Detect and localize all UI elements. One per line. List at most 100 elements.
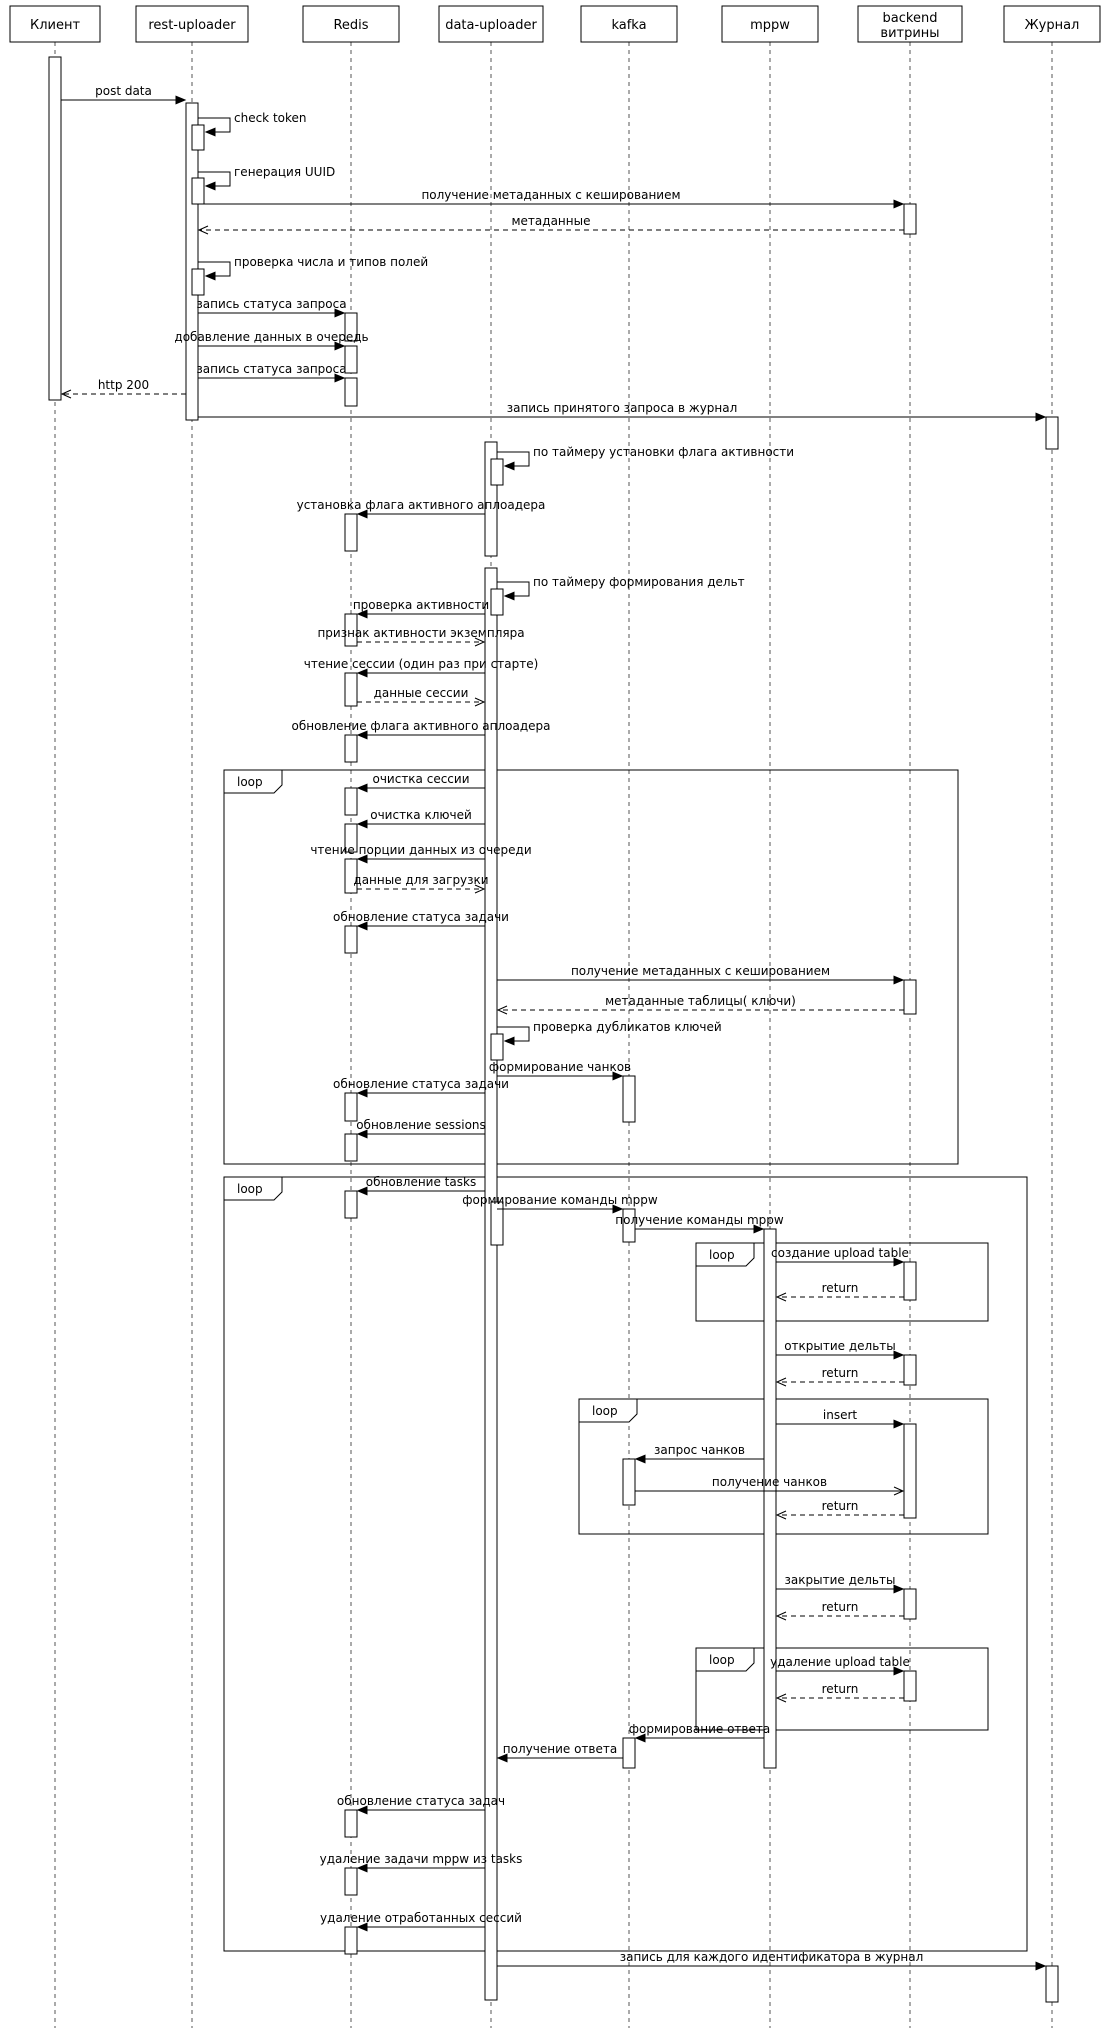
- message-arrowhead: [356, 668, 368, 678]
- message-label: check token: [234, 111, 307, 125]
- self-message-arrow: [497, 1026, 530, 1042]
- actor-label-rest: rest-uploader: [148, 18, 236, 33]
- actor-box-data: [438, 5, 544, 43]
- message-arrowhead: [356, 609, 368, 619]
- message-label: запрос чанков: [654, 1443, 745, 1457]
- message-arrowhead: [893, 1350, 905, 1360]
- loop-frame-label: loop: [709, 1248, 735, 1262]
- activation-bar-data: [490, 458, 504, 486]
- message-label: получение метаданных с кешированием: [421, 188, 680, 202]
- message-arrowhead: [775, 1377, 787, 1387]
- message-arrowhead: [612, 1071, 624, 1081]
- activation-bar-redis: [344, 513, 358, 552]
- message-label: генерация UUID: [234, 165, 335, 179]
- activation-bar-redis: [344, 1809, 358, 1838]
- actor-label-redis: Redis: [333, 18, 368, 33]
- message-arrowhead: [356, 819, 368, 829]
- message-arrowhead: [356, 1186, 368, 1196]
- message-arrowhead: [496, 1005, 508, 1015]
- loop-frame-tab: [223, 769, 283, 794]
- actor-box-redis: [302, 5, 400, 43]
- message-arrowhead: [474, 637, 486, 647]
- activation-bar-backend: [903, 203, 917, 235]
- message-label: формирование ответа: [629, 1722, 770, 1736]
- message-label: добавление данных в очередь: [174, 330, 368, 344]
- message-label: удаление задачи mppw из tasks: [320, 1852, 523, 1866]
- message-label: создание upload table: [771, 1246, 909, 1260]
- self-message-arrow: [198, 261, 231, 277]
- message-arrowhead: [634, 1454, 646, 1464]
- loop-frame-tab: [695, 1647, 755, 1672]
- message-arrowhead: [356, 1805, 368, 1815]
- activation-bar-redis: [344, 1133, 358, 1162]
- activation-bar-backend: [903, 1261, 917, 1301]
- message-arrowhead: [893, 1584, 905, 1594]
- activation-bar-redis: [344, 787, 358, 816]
- actor-box-rest: [135, 5, 249, 43]
- message-label: return: [822, 1600, 859, 1614]
- message-label: обновление флага активного аплоадера: [292, 719, 551, 733]
- message-label: обновление sessions: [356, 1118, 486, 1132]
- message-arrowhead: [775, 1510, 787, 1520]
- loop-frame-tab: [223, 1176, 283, 1201]
- message-label: insert: [823, 1408, 858, 1422]
- message-label: получение метаданных с кешированием: [571, 964, 830, 978]
- activation-bar-rest: [191, 124, 205, 151]
- actor-box-journal: [1003, 5, 1101, 43]
- message-label: чтение порции данных из очереди: [310, 843, 531, 857]
- activation-bar-backend: [903, 1423, 917, 1519]
- message-label: return: [822, 1366, 859, 1380]
- message-label: очистка ключей: [370, 808, 472, 822]
- message-arrowhead: [893, 975, 905, 985]
- message-arrowhead: [775, 1611, 787, 1621]
- activation-bar-redis: [344, 613, 358, 647]
- self-message-arrow: [497, 581, 530, 597]
- activation-bar-data: [484, 567, 498, 2001]
- message-label: закрытие дельты: [785, 1573, 896, 1587]
- message-arrowhead: [474, 884, 486, 894]
- activation-bar-redis: [344, 377, 358, 407]
- activation-bar-journal: [1045, 1965, 1059, 2003]
- message-arrowhead: [334, 308, 346, 318]
- activation-bar-redis: [344, 858, 358, 894]
- message-label: формирование чанков: [489, 1060, 631, 1074]
- message-label: очистка сессии: [372, 772, 469, 786]
- message-label: получение ответа: [503, 1742, 617, 1756]
- activation-bar-rest: [191, 268, 205, 296]
- message-label: метаданные таблицы( ключи): [605, 994, 796, 1008]
- activation-bar-redis: [344, 1926, 358, 1955]
- self-message-arrowhead: [204, 127, 216, 137]
- message-label: post data: [95, 84, 152, 98]
- activation-bar-mppw: [763, 1228, 777, 1769]
- activation-bar-redis: [344, 1867, 358, 1896]
- message-arrowhead: [356, 921, 368, 931]
- actor-label-data: data-uploader: [445, 18, 537, 33]
- activation-bar-kafka: [622, 1458, 636, 1506]
- message-arrowhead: [356, 854, 368, 864]
- self-message-arrowhead: [503, 1036, 515, 1046]
- message-label: проверка числа и типов полей: [234, 255, 428, 269]
- message-label: по таймеру установки флага активности: [533, 445, 794, 459]
- message-arrowhead: [893, 1666, 905, 1676]
- message-label: запись статуса запроса: [196, 362, 346, 376]
- activation-bar-kafka: [622, 1075, 636, 1123]
- message-arrowhead: [175, 95, 187, 105]
- actor-box-mppw: [721, 5, 819, 43]
- message-label: чтение сессии (один раз при старте): [304, 657, 539, 671]
- message-arrowhead: [753, 1224, 765, 1234]
- activation-bar-redis: [344, 1190, 358, 1219]
- loop-frame-label: loop: [237, 775, 263, 789]
- self-message-arrowhead: [204, 181, 216, 191]
- message-arrowhead: [474, 697, 486, 707]
- message-label: обновление статуса задачи: [333, 1077, 509, 1091]
- message-label: формирование команды mppw: [462, 1193, 658, 1207]
- self-message-arrow: [497, 451, 530, 467]
- actor-label-journal: Журнал: [1025, 18, 1080, 33]
- message-label: установка флага активного аплоадера: [297, 498, 546, 512]
- message-label: удаление отработанных сессий: [320, 1911, 522, 1925]
- message-label: запись принятого запроса в журнал: [507, 401, 738, 415]
- loop-frame: [695, 1647, 989, 1731]
- activation-bar-backend: [903, 1588, 917, 1620]
- message-label: получение команды mppw: [615, 1213, 784, 1227]
